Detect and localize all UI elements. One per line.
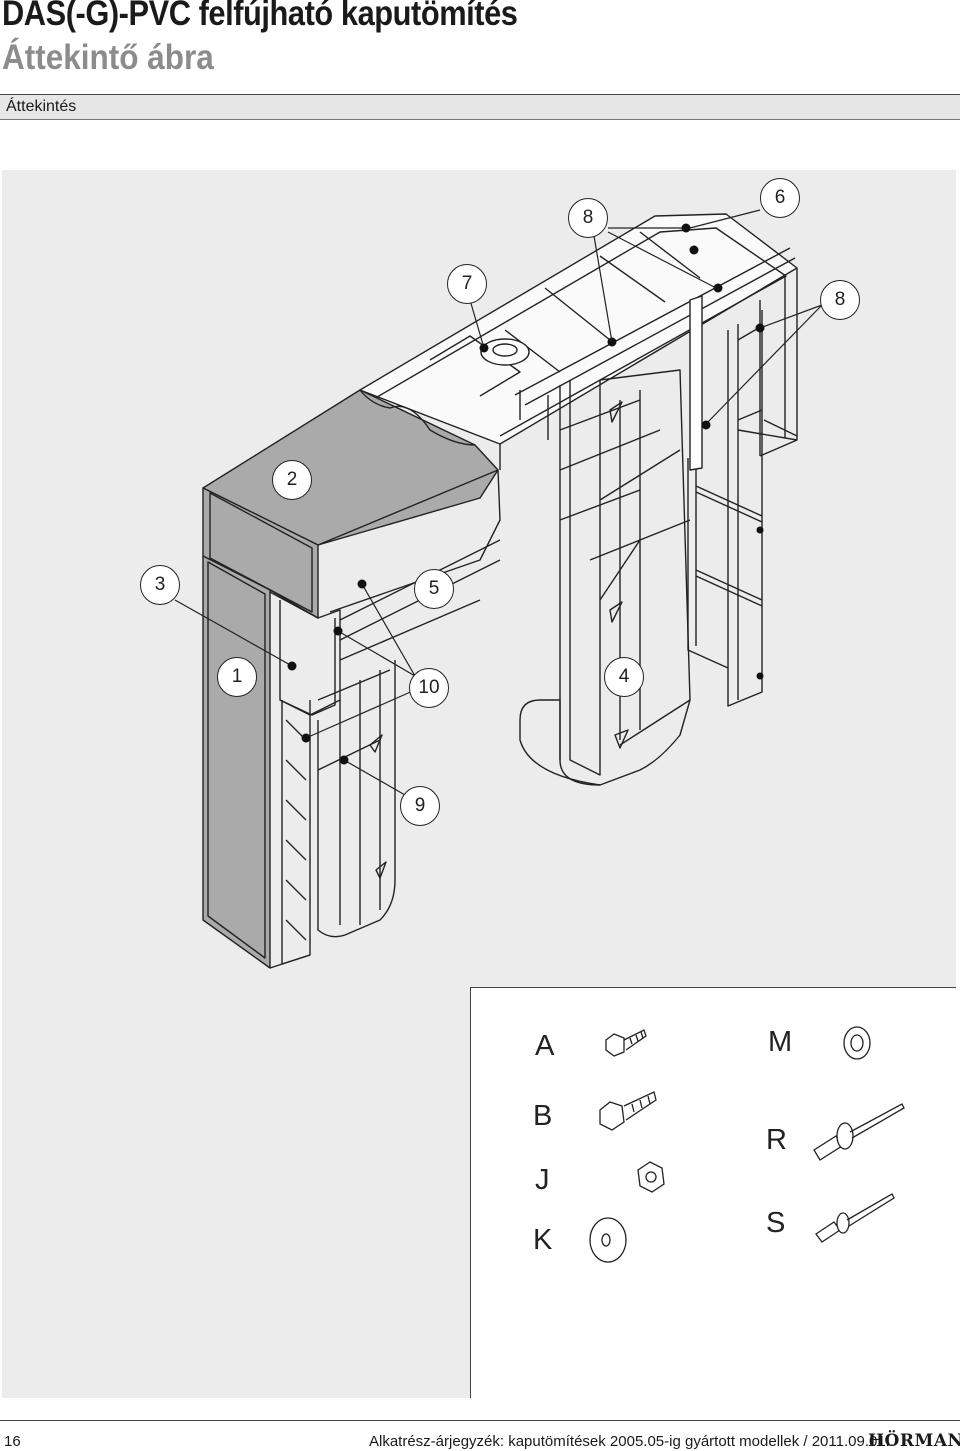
fastener-inset	[470, 987, 956, 1398]
footer-divider	[0, 1420, 960, 1421]
leader-lines	[174, 209, 823, 796]
part-label-a: A	[535, 1030, 555, 1062]
front-header-post	[202, 389, 501, 969]
page-subtitle: Áttekintő ábra	[2, 38, 214, 77]
part-label-k: K	[533, 1224, 553, 1256]
callout-10: 10	[409, 668, 449, 708]
callout-4: 4	[604, 657, 644, 697]
callout-8-top: 8	[568, 198, 608, 238]
callout-2: 2	[272, 460, 312, 500]
part-label-m: M	[768, 1026, 793, 1058]
part-label-j: J	[535, 1164, 550, 1196]
washer-k-icon	[589, 1217, 627, 1263]
callout-6: 6	[760, 178, 800, 218]
part-label-s: S	[766, 1207, 786, 1239]
screw-b-icon	[599, 1091, 657, 1131]
page-number: 16	[4, 1433, 21, 1450]
leader-dots	[287, 223, 765, 765]
callout-3: 3	[140, 565, 180, 605]
part-label-b: B	[533, 1100, 553, 1132]
screw-a-icon	[605, 1029, 647, 1057]
callout-8-right: 8	[820, 280, 860, 320]
section-header-bar: Áttekintés	[0, 94, 960, 120]
callout-7: 7	[447, 264, 487, 304]
brand-logo: HÖRMANN	[868, 1431, 960, 1451]
right-side-frame	[687, 300, 798, 707]
rivet-r-icon	[813, 1103, 905, 1161]
part-label-r: R	[766, 1124, 787, 1156]
callout-1: 1	[217, 657, 257, 697]
washer-m-icon	[843, 1026, 871, 1060]
nut-j-icon	[637, 1161, 665, 1193]
page-title: DAS(-G)-PVC felfújható kaputömítés	[2, 0, 518, 33]
footer-caption: Alkatrész-árjegyzék: kaputömítések 2005.…	[369, 1433, 895, 1450]
callout-9: 9	[400, 786, 440, 826]
callout-5: 5	[414, 569, 454, 609]
valve-ring	[480, 338, 530, 366]
rivet-s-icon	[815, 1193, 895, 1243]
section-label: Áttekintés	[6, 98, 77, 115]
